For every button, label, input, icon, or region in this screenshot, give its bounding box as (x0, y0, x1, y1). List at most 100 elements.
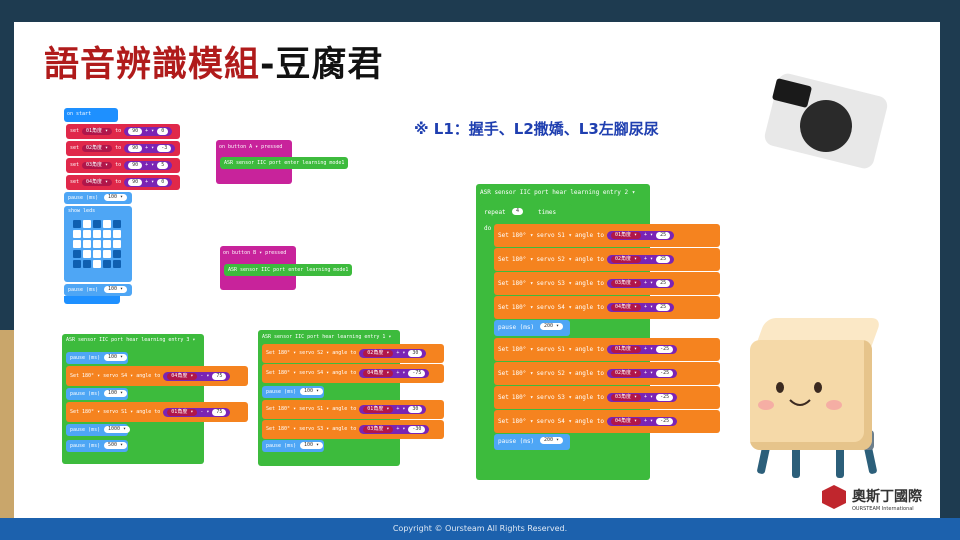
led-cell[interactable] (103, 220, 111, 228)
operator-dropdown[interactable]: + ▾ (142, 162, 158, 168)
value-input[interactable]: 0 (157, 128, 169, 135)
variable-dropdown[interactable]: 01角度 ▾ (610, 232, 641, 239)
led-cell[interactable] (93, 220, 101, 228)
math-block[interactable]: 90 + ▾ 0 (124, 178, 173, 187)
math-block[interactable]: 03角度 ▾ + ▾ 25 (606, 279, 675, 288)
value-input[interactable]: -25 (656, 346, 674, 353)
degree-dropdown[interactable]: 180° ▾ (82, 372, 101, 379)
entry1-pause-a[interactable]: pause (ms)100 ▾ (262, 386, 324, 398)
math-block[interactable]: 01角度 ▾ + ▾ 30 (359, 405, 427, 414)
value-input[interactable]: 5 (157, 162, 169, 169)
operator-dropdown[interactable]: + ▾ (641, 232, 657, 238)
value-input[interactable]: -25 (656, 370, 674, 377)
operator-dropdown[interactable]: + ▾ (142, 179, 158, 185)
math-block[interactable]: 03角度 ▾ + ▾ -25 (606, 393, 678, 402)
variable-dropdown[interactable]: 03角度 ▾ (363, 426, 394, 433)
operator-dropdown[interactable]: + ▾ (142, 145, 158, 151)
math-block[interactable]: 90 + ▾ 0 (124, 127, 173, 136)
degree-dropdown[interactable]: 180° ▾ (511, 345, 534, 353)
value-input[interactable]: 25 (656, 280, 671, 287)
variable-dropdown[interactable]: 04角度 ▾ (167, 372, 198, 380)
led-cell[interactable] (93, 250, 101, 258)
operator-dropdown[interactable]: - ▾ (197, 372, 213, 379)
value-input[interactable]: 25 (656, 304, 671, 311)
variable-dropdown[interactable]: 02角度 ▾ (363, 350, 394, 357)
operator-dropdown[interactable]: + ▾ (393, 350, 409, 356)
degree-dropdown[interactable]: 180° ▾ (278, 370, 297, 376)
led-cell[interactable] (113, 220, 121, 228)
led-cell[interactable] (83, 230, 91, 238)
led-cell[interactable] (103, 260, 111, 268)
servo-port-dropdown[interactable]: S4 ▾ (317, 370, 330, 376)
led-cell[interactable] (93, 230, 101, 238)
operator-dropdown[interactable]: + ▾ (142, 128, 158, 134)
operator-dropdown[interactable]: + ▾ (641, 280, 657, 286)
entry2-pause-a[interactable]: pause (ms)200 ▾ (494, 320, 570, 336)
value-input[interactable]: 90 (128, 162, 143, 169)
led-cell[interactable] (73, 220, 81, 228)
entry2-pause-b[interactable]: pause (ms)200 ▾ (494, 434, 570, 450)
variable-dropdown[interactable]: 03角度 ▾ (82, 162, 113, 169)
variable-dropdown[interactable]: 04角度 ▾ (610, 418, 641, 425)
degree-dropdown[interactable]: 180° ▾ (511, 255, 534, 263)
led-cell[interactable] (73, 250, 81, 258)
value-input[interactable]: 90 (128, 128, 143, 135)
math-block[interactable]: 90 + ▾ -3 (124, 144, 176, 153)
value-input[interactable]: -3 (157, 145, 172, 152)
variable-dropdown[interactable]: 04角度 ▾ (363, 370, 394, 377)
operator-dropdown[interactable]: + ▾ (641, 418, 657, 424)
operator-dropdown[interactable]: + ▾ (393, 370, 409, 376)
pause-block[interactable]: pause (ms)100 ▾ (64, 192, 132, 204)
value-input[interactable]: 90 (128, 145, 143, 152)
operator-dropdown[interactable]: + ▾ (393, 406, 409, 412)
value-input[interactable]: 25 (656, 232, 671, 239)
value-input[interactable]: 30 (408, 406, 423, 413)
operator-dropdown[interactable]: + ▾ (641, 394, 657, 400)
led-cell[interactable] (103, 240, 111, 248)
value-input[interactable]: -30 (408, 426, 426, 433)
variable-dropdown[interactable]: 04角度 ▾ (82, 179, 113, 186)
degree-dropdown[interactable]: 180° ▾ (511, 369, 534, 377)
degree-dropdown[interactable]: 180° ▾ (278, 406, 297, 412)
entry3-pause-d[interactable]: pause (ms)500 ▾ (66, 440, 128, 452)
variable-dropdown[interactable]: 01角度 ▾ (167, 408, 198, 416)
servo-port-dropdown[interactable]: S2 ▾ (557, 369, 573, 377)
led-cell[interactable] (113, 240, 121, 248)
variable-dropdown[interactable]: 01角度 ▾ (610, 346, 641, 353)
led-cell[interactable] (103, 230, 111, 238)
value-input[interactable]: 75 (212, 372, 227, 380)
math-block[interactable]: 04角度 ▾ + ▾ 25 (606, 303, 675, 312)
on-start-hat[interactable]: on start (64, 108, 118, 122)
led-cell[interactable] (113, 260, 121, 268)
degree-dropdown[interactable]: 180° ▾ (511, 279, 534, 287)
variable-dropdown[interactable]: 02角度 ▾ (82, 145, 113, 152)
value-input[interactable]: -25 (656, 418, 674, 425)
math-block[interactable]: 02角度 ▾ + ▾ -25 (606, 369, 678, 378)
variable-dropdown[interactable]: 01角度 ▾ (363, 406, 394, 413)
led-cell[interactable] (83, 220, 91, 228)
servo-port-dropdown[interactable]: S3 ▾ (557, 279, 573, 287)
variable-dropdown[interactable]: 03角度 ▾ (610, 394, 641, 401)
led-cell[interactable] (113, 230, 121, 238)
entry1-pause-b[interactable]: pause (ms)100 ▾ (262, 440, 324, 452)
math-block[interactable]: 04角度 ▾ + ▾ -25 (606, 417, 678, 426)
value-input[interactable]: 25 (656, 256, 671, 263)
degree-dropdown[interactable]: 180° ▾ (511, 303, 534, 311)
variable-dropdown[interactable]: 04角度 ▾ (610, 304, 641, 311)
degree-dropdown[interactable]: 180° ▾ (278, 350, 297, 356)
math-block[interactable]: 90 + ▾ 5 (124, 161, 173, 170)
led-cell[interactable] (103, 250, 111, 258)
led-cell[interactable] (73, 240, 81, 248)
